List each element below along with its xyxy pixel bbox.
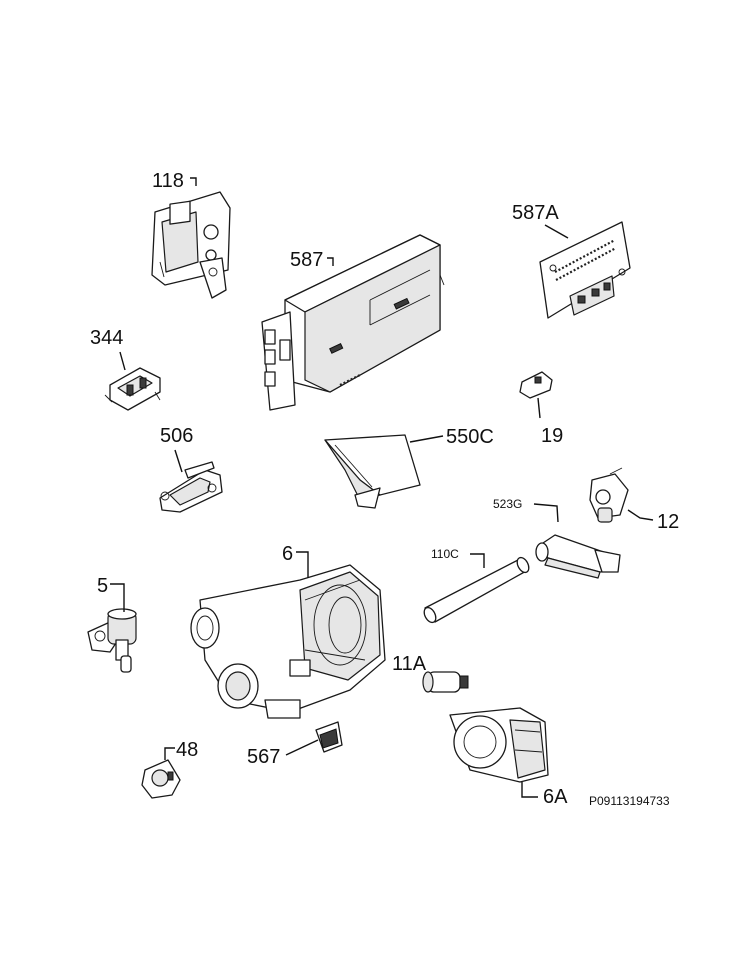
leader-19 [537, 397, 541, 419]
label-12: 12 [657, 511, 679, 533]
part-344-switch[interactable] [104, 367, 161, 411]
label-19: 19 [541, 425, 563, 447]
leader-344 [119, 351, 126, 371]
part-506-door-latch[interactable] [159, 461, 223, 513]
label-567: 567 [247, 746, 280, 768]
drawing-code: P09113194733 [589, 794, 670, 808]
part-6A-drain-pump[interactable] [449, 707, 549, 783]
label-550C: 550C [446, 426, 494, 448]
label-587A: 587A [512, 202, 559, 224]
leader-506 [174, 449, 183, 473]
part-587A-circuit-board[interactable] [539, 221, 631, 319]
part-567-block[interactable] [315, 721, 343, 753]
part-6-circulation-pump[interactable] [190, 564, 386, 719]
part-118-control-panel[interactable] [151, 191, 231, 299]
leader-5 [110, 583, 125, 612]
part-550C-cover[interactable] [324, 434, 421, 509]
leader-118 [190, 177, 197, 186]
leader-587A [544, 224, 569, 239]
part-523G-hose-elbow[interactable] [535, 534, 621, 579]
label-5: 5 [97, 575, 108, 597]
leader-523G [533, 503, 559, 523]
label-344: 344 [90, 327, 123, 349]
label-523G: 523G [493, 497, 522, 511]
label-118: 118 [152, 170, 184, 192]
part-11A-component[interactable] [422, 671, 469, 693]
part-19-connector[interactable] [519, 371, 553, 399]
leader-550C [409, 435, 444, 443]
leader-110C [470, 553, 485, 568]
leader-567 [285, 739, 319, 756]
label-6: 6 [282, 543, 293, 565]
part-48-sensor[interactable] [141, 759, 181, 799]
part-12-sensor[interactable] [589, 467, 629, 523]
label-11A: 11A [392, 653, 427, 675]
leader-48 [164, 747, 175, 760]
part-110C-hose[interactable] [422, 556, 531, 625]
label-48: 48 [176, 739, 198, 761]
part-5-inlet-valve[interactable] [87, 608, 137, 673]
leader-6A [521, 782, 538, 798]
label-587: 587 [290, 249, 323, 271]
leader-6 [296, 551, 309, 578]
part-587-control-module[interactable] [261, 234, 445, 411]
leader-587 [327, 257, 334, 266]
leader-12 [627, 509, 654, 521]
label-110C: 110C [431, 547, 459, 561]
label-506: 506 [160, 425, 193, 447]
label-6A: 6A [543, 786, 568, 808]
